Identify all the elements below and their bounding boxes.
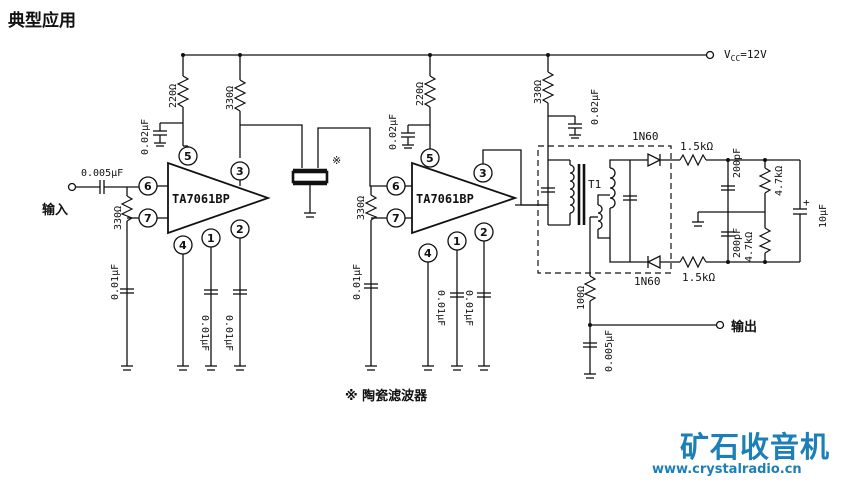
svg-text:VCC=12V: VCC=12V	[724, 48, 767, 63]
svg-text:0.01μF: 0.01μF	[110, 264, 121, 300]
svg-text:0.02μF: 0.02μF	[590, 89, 601, 125]
svg-text:1: 1	[453, 235, 461, 248]
svg-text:1N60: 1N60	[634, 275, 661, 288]
svg-text:1.5kΩ: 1.5kΩ	[680, 140, 713, 153]
svg-text:+: +	[803, 196, 810, 209]
svg-text:2: 2	[236, 223, 244, 236]
svg-text:6: 6	[144, 180, 152, 193]
svg-text:330Ω: 330Ω	[356, 196, 367, 220]
svg-text:1: 1	[207, 232, 215, 245]
svg-text:5: 5	[426, 152, 434, 165]
svg-text:4.7kΩ: 4.7kΩ	[774, 166, 785, 196]
ceramic-filter: ※	[240, 124, 387, 218]
svg-text:200pF: 200pF	[732, 148, 743, 178]
svg-text:4: 4	[424, 247, 432, 260]
svg-text:330Ω: 330Ω	[225, 86, 236, 110]
watermark-brand: 矿石收音机	[680, 430, 831, 464]
svg-text:10μF: 10μF	[818, 204, 829, 228]
svg-text:100Ω: 100Ω	[576, 286, 587, 310]
svg-text:0.005μF: 0.005μF	[81, 168, 123, 179]
svg-text:4.7kΩ: 4.7kΩ	[744, 232, 755, 262]
svg-text:0.01μF: 0.01μF	[352, 264, 363, 300]
svg-text:2: 2	[480, 226, 488, 239]
svg-text:0.01μF: 0.01μF	[223, 315, 234, 351]
svg-text:0.02μF: 0.02μF	[388, 114, 399, 150]
input-label: 输入	[42, 202, 68, 218]
detector-block: 330Ω 0.02μF T1 1N60	[533, 55, 829, 379]
svg-text:1.5kΩ: 1.5kΩ	[682, 271, 715, 284]
svg-text:6: 6	[392, 180, 400, 193]
watermark-url: www.crystalradio.cn	[652, 462, 802, 477]
svg-text:200pF: 200pF	[732, 228, 743, 258]
svg-text:1N60: 1N60	[632, 130, 659, 143]
svg-text:3: 3	[479, 167, 487, 180]
svg-text:220Ω: 220Ω	[415, 82, 426, 106]
output-label: 输出	[731, 319, 757, 335]
svg-text:T1: T1	[588, 178, 601, 191]
svg-text:0.01μF: 0.01μF	[463, 290, 474, 326]
svg-text:0.005μF: 0.005μF	[604, 330, 615, 372]
vcc-rail: VCC=12V	[183, 48, 767, 63]
svg-text:330Ω: 330Ω	[533, 80, 544, 104]
ic2-name: TA7061BP	[416, 192, 474, 206]
page-title: 典型应用	[8, 11, 76, 31]
svg-text:330Ω: 330Ω	[113, 206, 124, 230]
svg-text:3: 3	[236, 165, 244, 178]
footnote: ※ 陶瓷滤波器	[345, 388, 428, 404]
svg-text:4: 4	[179, 239, 187, 252]
ic2-block: 220Ω 0.02μF TA7061BP 5 3 6 7 4 1 2 330Ω …	[352, 55, 548, 371]
svg-text:220Ω: 220Ω	[168, 84, 179, 108]
svg-text:0.01μF: 0.01μF	[199, 315, 210, 351]
ic1-block: 220Ω 0.02μF 330Ω TA7061BP 5 3 6 7 4 1 2	[42, 55, 271, 371]
svg-text:7: 7	[144, 212, 152, 225]
svg-text:※: ※	[332, 154, 341, 167]
svg-text:0.02μF: 0.02μF	[140, 119, 151, 155]
svg-text:5: 5	[184, 150, 192, 163]
svg-text:7: 7	[392, 212, 400, 225]
svg-text:0.01μF: 0.01μF	[435, 290, 446, 326]
ic1-name: TA7061BP	[172, 192, 230, 206]
